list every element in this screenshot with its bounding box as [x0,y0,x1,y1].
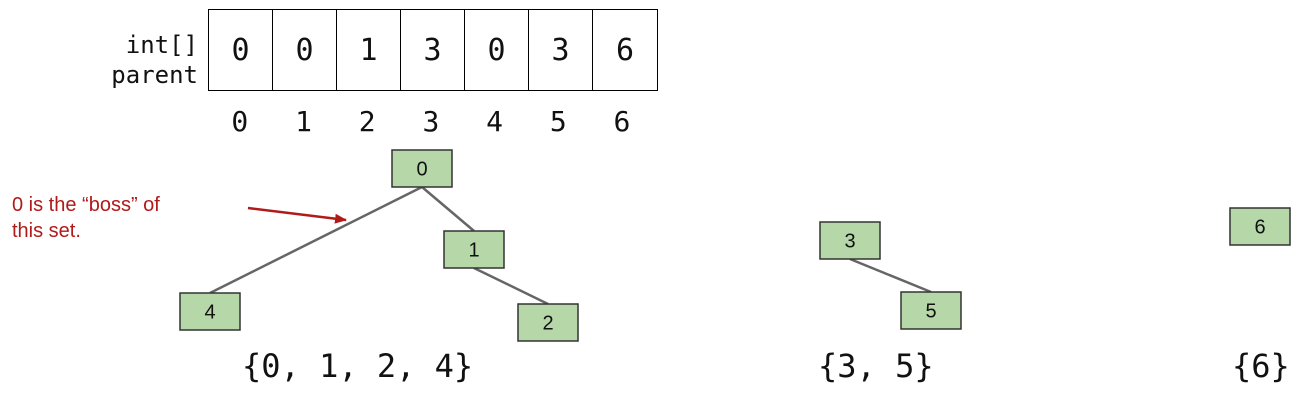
tree-node-label: 6 [1254,217,1265,239]
tree-node-box [391,149,453,188]
array-index-2: 2 [358,105,376,138]
parent-array: 0 0 1 3 0 3 6 [208,9,658,91]
tree-edge-0-4 [209,185,423,295]
tree-node-label: 1 [468,240,479,262]
tree-node-3: 3 [819,221,881,260]
tree-edge-0-1 [421,186,475,232]
array-index-0: 0 [231,105,249,138]
tree-node-box [900,291,962,330]
tree-node-6: 6 [1229,207,1291,246]
tree-node-label: 4 [204,302,215,324]
array-index-3: 3 [422,105,440,138]
array-index-5: 5 [549,105,567,138]
annotation-arrow [247,206,347,224]
array-indices: 0 1 2 3 4 5 6 [208,104,654,140]
tree-edge-3-5 [849,257,932,294]
array-cell-0: 0 [209,10,273,90]
tree-node-5: 5 [900,291,962,330]
array-index-1: 1 [295,105,312,138]
array-cell-3: 3 [401,10,465,90]
array-type-label: int[] [125,31,198,59]
tree-edge-1-2 [473,266,549,306]
tree-node-2: 2 [517,303,579,342]
array-cell-6: 6 [615,32,635,68]
tree-node-box [1229,207,1291,246]
array-cell-1: 0 [273,10,337,90]
annotation-line-1: 0 is the “boss” of [12,194,160,216]
tree-node-box [517,303,579,342]
array-cell-4: 0 [465,10,529,90]
array-cell-2: 1 [337,10,401,90]
set-label-1: {3, 5} [818,347,934,385]
set-label-2: {6} [1232,347,1290,385]
tree-node-0: 0 [391,149,453,188]
array-index-6: 6 [613,105,631,138]
tree-node-box [179,292,241,331]
tree-nodes: 0 1 2 3 4 5 6 [179,149,1291,342]
tree-edges [209,185,932,306]
annotation-line-2: this set. [12,220,81,242]
tree-node-label: 3 [844,231,855,253]
tree-node-4: 4 [179,292,241,331]
array-cell-5: 3 [529,10,593,90]
array-index-4: 4 [486,105,504,138]
tree-node-box [443,230,505,269]
set-label-0: {0, 1, 2, 4} [242,347,474,385]
tree-node-label: 0 [416,159,427,181]
tree-node-1: 1 [443,230,505,269]
tree-node-label: 5 [925,301,936,323]
array-variable-label: int[] parent [82,30,198,90]
tree-node-label: 2 [542,313,553,335]
boss-annotation: 0 is the “boss” of this set. [12,192,160,244]
tree-node-box [819,221,881,260]
array-name-label: parent [111,61,198,89]
